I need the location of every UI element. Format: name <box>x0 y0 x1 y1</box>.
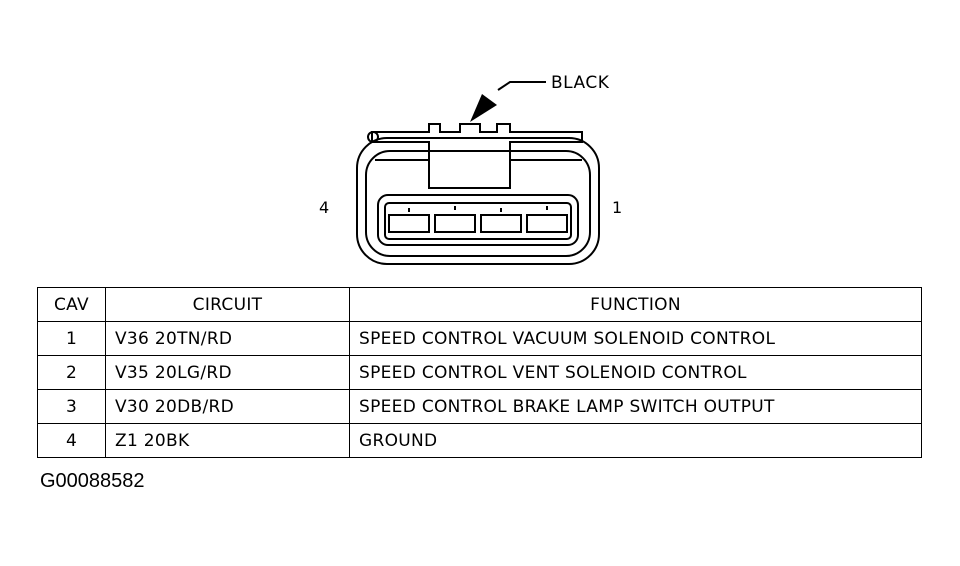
cavity-2 <box>480 214 522 233</box>
cell-cav: 1 <box>37 321 106 356</box>
color-leader-arrow <box>470 94 497 122</box>
header-circuit: CIRCUIT <box>105 287 350 322</box>
latch-left-pin <box>367 131 379 143</box>
cell-cav: 3 <box>37 389 106 424</box>
pin-4-label: 4 <box>319 198 330 217</box>
connector-color-label: BLACK <box>551 73 610 93</box>
cell-circuit: Z1 20BK <box>105 423 350 458</box>
table-row: 2 V35 20LG/RD SPEED CONTROL VENT SOLENOI… <box>37 355 922 390</box>
connector-latch <box>371 123 583 189</box>
cell-cav: 2 <box>37 355 106 390</box>
cell-function: SPEED CONTROL VENT SOLENOID CONTROL <box>349 355 922 390</box>
cavity-4 <box>388 214 430 233</box>
cavity-block-inner <box>384 202 572 240</box>
cell-function: GROUND <box>349 423 922 458</box>
figure-id: G00088582 <box>40 470 145 492</box>
cavity-1 <box>526 214 568 233</box>
table-row: 3 V30 20DB/RD SPEED CONTROL BRAKE LAMP S… <box>37 389 922 424</box>
table-row: 4 Z1 20BK GROUND <box>37 423 922 458</box>
pinout-table: CAV CIRCUIT FUNCTION 1 V36 20TN/RD SPEED… <box>37 287 922 458</box>
cell-function: SPEED CONTROL VACUUM SOLENOID CONTROL <box>349 321 922 356</box>
cell-circuit: V36 20TN/RD <box>105 321 350 356</box>
cell-circuit: V30 20DB/RD <box>105 389 350 424</box>
header-function: FUNCTION <box>349 287 922 322</box>
cell-function: SPEED CONTROL BRAKE LAMP SWITCH OUTPUT <box>349 389 922 424</box>
header-cav: CAV <box>37 287 106 322</box>
cavity-block-outer <box>377 194 579 246</box>
cell-cav: 4 <box>37 423 106 458</box>
connector-housing-outer <box>356 137 600 265</box>
table-header-row: CAV CIRCUIT FUNCTION <box>37 287 922 322</box>
connector-illustration <box>356 81 600 265</box>
color-leader-line <box>497 81 546 91</box>
cavity-3 <box>434 214 476 233</box>
table-row: 1 V36 20TN/RD SPEED CONTROL VACUUM SOLEN… <box>37 321 922 356</box>
cell-circuit: V35 20LG/RD <box>105 355 350 390</box>
connector-diagram: BLACK 4 1 <box>0 0 960 280</box>
pin-1-label: 1 <box>612 198 623 217</box>
connector-housing-inner <box>365 150 591 257</box>
